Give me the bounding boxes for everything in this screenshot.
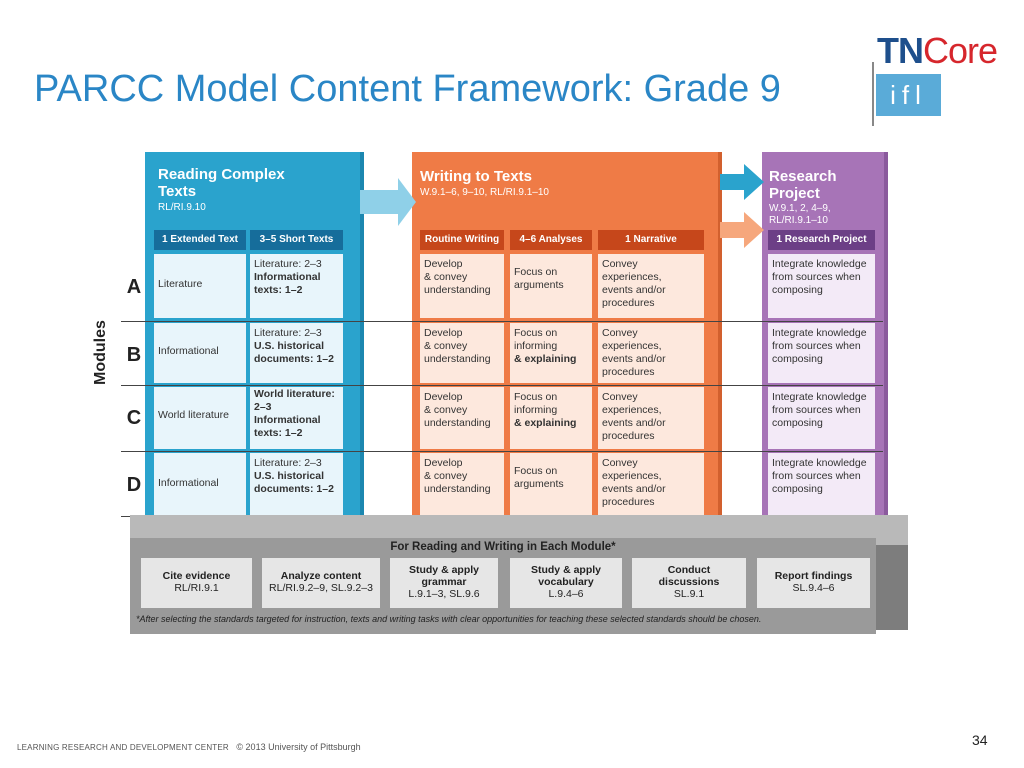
box-vocabulary: Study & apply vocabulary L.9.4–6 [510,558,622,608]
ifl-logo: ifl [876,74,941,116]
box-cite-evidence: Cite evidence RL/RI.9.1 [141,558,252,608]
footer: LEARNING RESEARCH AND DEVELOPMENT CENTER… [17,742,361,752]
reading-title: Reading Complex Texts [158,166,285,200]
footer-copyright: © 2013 University of Pittsburgh [236,742,361,752]
module-letter-a: A [126,276,142,298]
cell-a-research: Integrate knowledge from sources when co… [768,254,875,318]
row-divider [121,451,883,452]
module-letter-d: D [126,474,142,496]
cell-b-narrative: Convey experiences, events and/or proced… [598,323,704,383]
cell-c-short: World literature: 2–3 Informational text… [250,387,343,449]
cell-b-short: Literature: 2–3 U.S. historical document… [250,323,343,383]
box-grammar: Study & apply grammar L.9.1–3, SL.9.6 [390,558,498,608]
logo-tn-text: TN [877,30,924,71]
cell-d-extended: Informational [154,453,246,515]
slide-title: PARCC Model Content Framework: Grade 9 [34,68,781,110]
row-divider [121,385,883,386]
box-report-findings: Report findings SL.9.4–6 [757,558,870,608]
reading-standards: RL/RI.9.10 [158,202,206,213]
platform [130,538,876,634]
cell-b-research: Integrate knowledge from sources when co… [768,323,875,383]
header-short-texts: 3–5 Short Texts [250,230,343,250]
cell-c-narrative: Convey experiences, events and/or proced… [598,387,704,449]
row-divider [121,321,883,322]
footer-org: LEARNING RESEARCH AND DEVELOPMENT CENTER [17,743,229,752]
research-standards: W.9.1, 2, 4–9, RL/RI.9.1–10 [769,203,831,226]
header-narrative: 1 Narrative [598,230,704,250]
writing-standards: W.9.1–6, 9–10, RL/RI.9.1–10 [420,187,549,198]
header-analyses: 4–6 Analyses [510,230,592,250]
module-letter-c: C [126,407,142,429]
page-number: 34 [972,732,988,748]
modules-label: Modules [92,320,109,385]
cell-d-research: Integrate knowledge from sources when co… [768,453,875,515]
header-routine-writing: Routine Writing [420,230,504,250]
logo-divider [872,62,874,126]
cell-b-analyses: Focus on informing & explaining [510,323,592,383]
platform-footnote: *After selecting the standards targeted … [136,614,762,624]
cell-a-short: Literature: 2–3 Informational texts: 1–2 [250,254,343,318]
cell-a-analyses: Focus on arguments [510,254,592,318]
cell-d-analyses: Focus on arguments [510,453,592,515]
cell-b-routine: Develop & convey understanding [420,323,504,383]
research-title: Research Project [769,168,837,202]
cell-d-routine: Develop & convey understanding [420,453,504,515]
box-discussions: Conduct discussions SL.9.1 [632,558,746,608]
writing-to-research-arrow-top [720,164,764,200]
cell-a-extended: Literature [154,254,246,318]
header-research-project: 1 Research Project [768,230,875,250]
cell-d-short: Literature: 2–3 U.S. historical document… [250,453,343,515]
platform-title: For Reading and Writing in Each Module* [390,541,616,553]
header-extended-text: 1 Extended Text [154,230,246,250]
box-analyze-content: Analyze content RL/RI.9.2–9, SL.9.2–3 [262,558,380,608]
cell-a-narrative: Convey experiences, events and/or proced… [598,254,704,318]
cell-d-narrative: Convey experiences, events and/or proced… [598,453,704,515]
module-letter-b: B [126,344,142,366]
cell-b-extended: Informational [154,323,246,383]
cell-a-routine: Develop & convey understanding [420,254,504,318]
tncore-logo: TNCore [877,30,998,72]
cell-c-extended: World literature [154,387,246,449]
logo-core-text: Core [923,30,998,71]
writing-title: Writing to Texts [420,168,532,185]
writing-to-research-arrow-bottom [720,212,764,248]
cell-c-routine: Develop & convey understanding [420,387,504,449]
cell-c-analyses: Focus on informing & explaining [510,387,592,449]
reading-to-writing-arrow [360,178,416,226]
cell-c-research: Integrate knowledge from sources when co… [768,387,875,449]
